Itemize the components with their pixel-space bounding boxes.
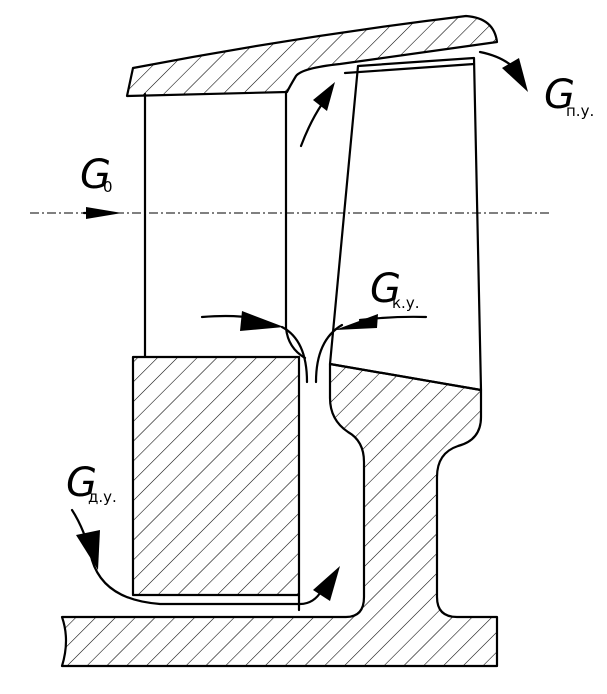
gku-curve-down <box>280 325 309 384</box>
outer-casing <box>125 14 499 98</box>
stator-vane-trailing-edge <box>284 90 307 360</box>
label-g0-main: G <box>80 152 111 198</box>
label-gdu-main: G <box>66 460 97 506</box>
g0-arrowhead <box>86 207 122 219</box>
diaphragm-body <box>131 355 301 597</box>
label-gpu-sub: п.у. <box>566 102 594 120</box>
label-gpu-main: G <box>544 72 575 118</box>
label-gku-main: G <box>370 266 401 312</box>
gpu-outflow-line <box>478 50 514 68</box>
gpu-inflow-line <box>299 102 324 148</box>
gpu-outflow-arrowhead <box>502 58 528 92</box>
rotor-blade-shroud-line <box>343 62 476 75</box>
gpu-inflow-arrowhead <box>313 82 335 111</box>
label-gku-sub: к.у. <box>392 294 419 312</box>
rotor-shaft <box>60 362 499 668</box>
gdu-arrowhead-lower <box>313 566 340 601</box>
gku-inflow-arrowhead <box>240 311 284 331</box>
label-g0-sub: 0 <box>103 178 113 196</box>
label-gdu-sub: д.у. <box>88 488 117 506</box>
gdu-arrowhead-upper <box>76 530 100 570</box>
rotor-blade <box>328 56 483 392</box>
gku-outflow-arrowhead <box>335 314 378 330</box>
gku-curve-up <box>314 323 344 384</box>
